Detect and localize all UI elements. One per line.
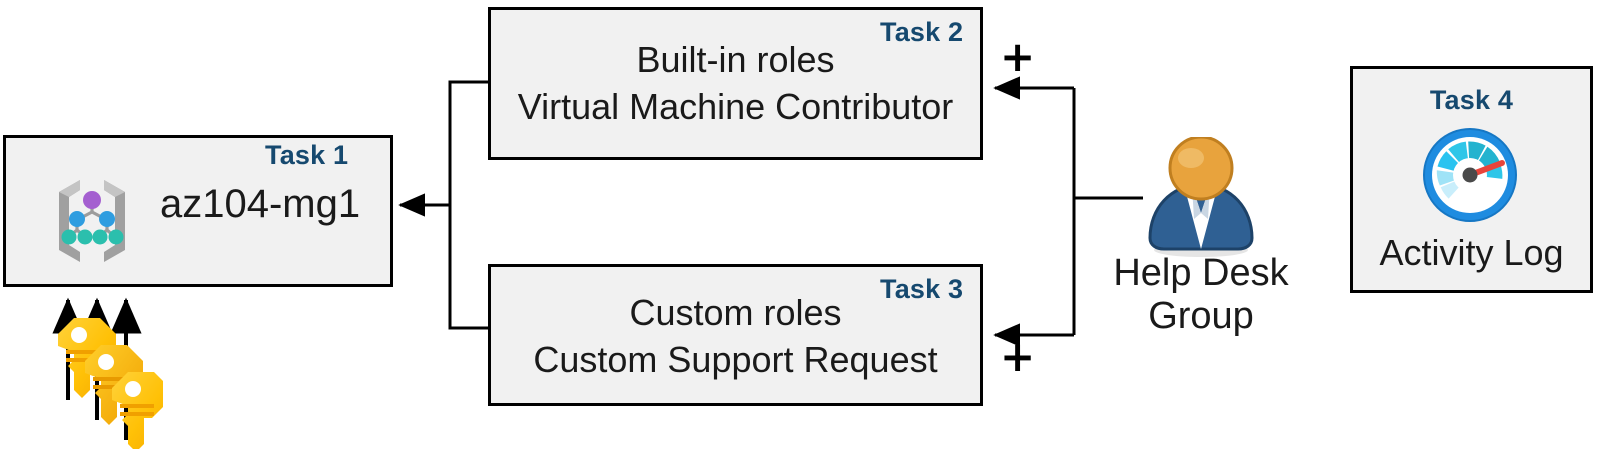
persona-label-line-1: Help Desk [1113, 252, 1289, 294]
task-1-tag: Task 1 [265, 140, 349, 170]
activity-log-gauge-icon [1420, 125, 1520, 225]
plus-task3: + [1000, 332, 1036, 381]
task-3-line-1: Custom roles [629, 292, 842, 333]
user-group-icon[interactable] [1136, 135, 1266, 262]
task-2-line-2: Virtual Machine Contributor [517, 86, 954, 127]
keys-icon [38, 312, 170, 449]
task-2-line-1: Built-in roles [636, 39, 835, 80]
task-4-line-1: Activity Log [1379, 232, 1564, 273]
management-group-icon [47, 172, 137, 264]
task-3-box[interactable] [488, 264, 983, 406]
task-1-line-1: az104-mg1 [160, 182, 361, 226]
task-2-tag: Task 2 [880, 17, 964, 47]
task-1-box[interactable] [3, 135, 393, 287]
plus-task2: + [1000, 32, 1036, 81]
task-2-box[interactable] [488, 7, 983, 160]
connector-roles-to-mg [398, 80, 488, 330]
task-4-box[interactable] [1350, 66, 1593, 293]
task-4-tag: Task 4 [1429, 85, 1514, 115]
task-3-tag: Task 3 [880, 274, 964, 304]
persona-label-line-2: Group [1148, 295, 1254, 337]
task-3-line-2: Custom Support Request [533, 339, 938, 380]
